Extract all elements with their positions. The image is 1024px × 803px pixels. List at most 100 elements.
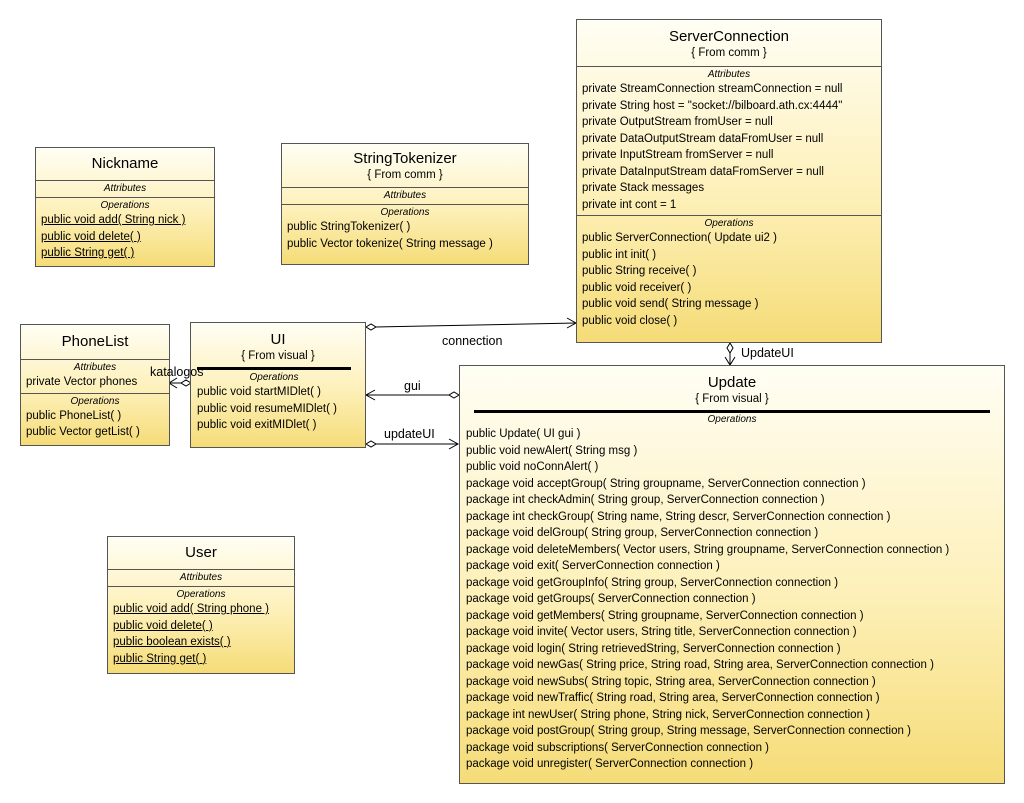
attribute: private StreamConnection streamConnectio… [582, 83, 843, 95]
operations-label: Operations [707, 414, 757, 425]
operation: public Vector getList( ) [26, 426, 140, 438]
association-updateui [724, 342, 736, 366]
attributes-label: Attributes [103, 183, 147, 194]
operations-section: Operations public ServerConnection( Upda… [577, 215, 881, 331]
class-package: { From visual } [695, 393, 769, 405]
operations-label: Operations [70, 395, 120, 407]
class-package: { From comm } [367, 169, 443, 181]
operation: public void exitMIDlet( ) [197, 419, 317, 431]
operation: package int checkAdmin( String group, Se… [466, 494, 825, 506]
association-label-connection: connection [442, 334, 503, 348]
attributes-label: Attributes [383, 190, 427, 201]
class-header: User [108, 537, 294, 569]
operation: public int init( ) [582, 248, 657, 261]
operation: package void unregister( ServerConnectio… [466, 758, 754, 770]
operation: package void postGroup( String group, St… [466, 725, 911, 737]
attribute: private int cont = 1 [582, 198, 677, 211]
attributes-section: Attributes [108, 569, 294, 586]
attribute: private Stack messages [582, 182, 705, 194]
class-header: Nickname [36, 148, 214, 180]
class-package: { From visual } [241, 350, 315, 362]
attribute: private Vector phones [26, 376, 138, 388]
association-label-updateui: UpdateUI [741, 346, 794, 360]
class-name: Nickname [91, 155, 159, 172]
class-user[interactable]: User Attributes Operations public void a… [107, 536, 295, 674]
operation: public void resumeMIDlet( ) [197, 402, 337, 415]
operation: public ServerConnection( Update ui2 ) [582, 232, 777, 244]
operation: package void deleteMembers( Vector users… [466, 543, 950, 556]
operations-section: Operations public Update( UI gui ) publi… [466, 410, 990, 775]
operation: package void newGas( String price, Strin… [466, 659, 934, 671]
operations-section: Operations public void add( String phone… [108, 586, 294, 669]
class-header: UI { From visual } [191, 323, 365, 367]
association-label-updateui-lower: updateUI [384, 427, 435, 441]
attributes-label: Attributes [707, 69, 751, 80]
operations-section: Operations public PhoneList( ) public Ve… [21, 392, 169, 443]
operation: package void getGroups( ServerConnection… [466, 593, 756, 605]
operation: package void login( String retrievedStri… [466, 642, 841, 655]
operation: public Update( UI gui ) [466, 428, 581, 440]
attributes-section: Attributes [36, 180, 214, 197]
operations-label: Operations [704, 218, 754, 229]
operation: public String get( ) [113, 652, 207, 665]
class-header: ServerConnection { From comm } [577, 20, 881, 66]
operations-section: Operations public void add( String nick … [36, 197, 214, 264]
association-connection [365, 317, 578, 331]
operation: public void add( String nick ) [41, 214, 186, 226]
operations-label: Operations [176, 589, 226, 600]
operation: package void getMembers( String groupnam… [466, 609, 864, 622]
association-katalogos [168, 377, 192, 389]
operation: package void acceptGroup( String groupna… [466, 477, 866, 490]
operation: public String receive( ) [582, 265, 697, 277]
operation: public void delete( ) [113, 619, 213, 632]
attributes-section: Attributes [282, 187, 528, 204]
attributes-label: Attributes [73, 362, 117, 373]
operations-label: Operations [249, 372, 299, 383]
class-package: { From comm } [691, 47, 767, 59]
class-update[interactable]: Update { From visual } Operations public… [459, 365, 1005, 784]
association-gui [364, 389, 460, 401]
attribute: private OutputStream fromUser = null [582, 116, 773, 128]
operations-section: Operations public StringTokenizer( ) pub… [282, 204, 528, 254]
operation: public void receiver( ) [582, 281, 692, 294]
operation: public void add( String phone ) [113, 603, 269, 615]
attribute: private String host = "socket://bilboard… [582, 99, 843, 112]
attributes-section: Attributes private Vector phones [21, 359, 169, 393]
operation: public void newAlert( String msg ) [466, 444, 638, 457]
class-nickname[interactable]: Nickname Attributes Operations public vo… [35, 147, 215, 267]
operation: public String get( ) [41, 247, 135, 259]
class-phonelist[interactable]: PhoneList Attributes private Vector phon… [20, 324, 170, 446]
operation: public void noConnAlert( ) [466, 461, 599, 473]
class-name: PhoneList [61, 333, 129, 350]
operation: package void delGroup( String group, Ser… [466, 527, 819, 539]
operation: package void subscriptions( ServerConnec… [466, 741, 769, 754]
operation: public boolean exists( ) [113, 636, 231, 648]
class-stringtokenizer[interactable]: StringTokenizer { From comm } Attributes… [281, 143, 529, 265]
class-ui[interactable]: UI { From visual } Operations public voi… [190, 322, 366, 448]
operations-list: public Update( UI gui ) public void newA… [466, 426, 990, 773]
operation: package void invite( Vector users, Strin… [466, 626, 857, 638]
class-serverconnection[interactable]: ServerConnection { From comm } Attribute… [576, 19, 882, 343]
operation: package int checkGroup( String name, Str… [466, 510, 891, 523]
operation: public PhoneList( ) [26, 409, 122, 422]
operation: package void getGroupInfo( String group,… [466, 576, 839, 589]
operations-label: Operations [380, 207, 430, 218]
operation: public void startMIDlet( ) [197, 386, 321, 398]
attribute: private InputStream fromServer = null [582, 149, 774, 161]
operation: public void send( String message ) [582, 298, 759, 310]
class-header: Update { From visual } [460, 366, 1004, 410]
association-label-katalogos: katalogos [150, 365, 204, 379]
attribute: private DataOutputStream dataFromUser = … [582, 132, 824, 145]
operation: package void newTraffic( String road, St… [466, 692, 880, 704]
operation: public Vector tokenize( String message ) [287, 237, 493, 250]
operation: package void exit( ServerConnection conn… [466, 560, 720, 572]
association-label-gui: gui [404, 379, 421, 393]
attribute: private DataInputStream dataFromServer =… [582, 165, 824, 178]
operations-section: Operations public void startMIDlet( ) pu… [197, 367, 351, 436]
operations-label: Operations [100, 200, 150, 211]
class-name: User [185, 544, 217, 561]
operation: package void newSubs( String topic, Stri… [466, 675, 876, 688]
operation: package int newUser( String phone, Strin… [466, 708, 870, 721]
class-name: Update [707, 374, 757, 391]
